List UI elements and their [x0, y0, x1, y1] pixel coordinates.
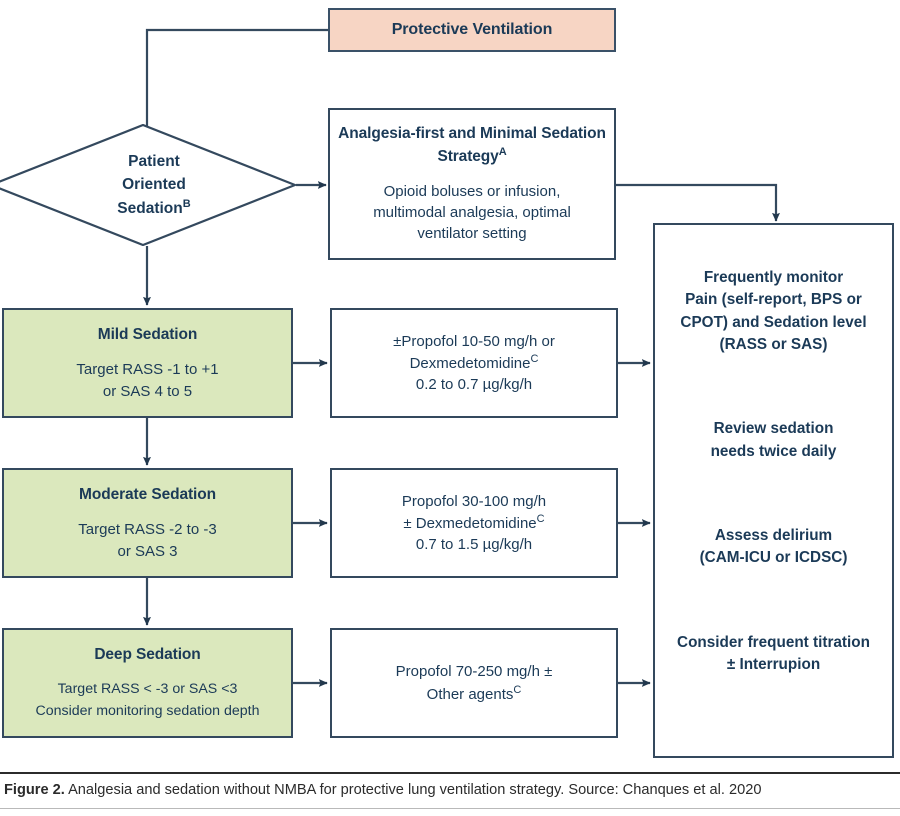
- analgesia-footnote-marker: A: [498, 145, 507, 158]
- drug-deep-line-2: Other agentsC: [396, 683, 553, 705]
- node-monitoring-panel: Frequently monitor Pain (self-report, BP…: [653, 223, 894, 758]
- monitoring-block-assess-delirium: Assess delirium (CAM-ICU or ICDSC): [655, 525, 892, 570]
- monitor-1-line-1: Frequently monitor: [703, 269, 844, 286]
- analgesia-title-line-2-text: Minimal Sedation Strategy: [437, 124, 606, 165]
- analgesia-body-line-2: multimodal analgesia, optimal: [373, 203, 571, 221]
- diamond-footnote-marker: B: [182, 198, 191, 211]
- drug-mild-line-3: 0.2 to 0.7 µg/kg/h: [415, 376, 533, 394]
- node-deep-sedation: Deep Sedation Target RASS < -3 or SAS <3…: [2, 628, 293, 738]
- analgesia-title-line-1: Analgesia-first and: [338, 124, 476, 142]
- deep-sedation-title: Deep Sedation: [94, 646, 201, 664]
- mild-sedation-line-1: Target RASS -1 to +1: [76, 361, 219, 379]
- deep-sedation-body: Target RASS < -3 or SAS <3 Consider moni…: [36, 679, 260, 722]
- monitor-1-line-4: (RASS or SAS): [719, 335, 828, 353]
- drug-mild-line-1: ±Propofol 10-50 mg/h or: [393, 332, 555, 350]
- monitor-3-line-1: Assess delirium: [714, 526, 833, 544]
- node-protective-ventilation: Protective Ventilation: [328, 8, 616, 52]
- analgesia-body-line-3: ventilator setting: [417, 225, 527, 243]
- figure-caption: Figure 2. Analgesia and sedation without…: [4, 782, 898, 798]
- mild-sedation-line-2: or SAS 4 to 5: [102, 382, 193, 400]
- drug-deep-body: Propofol 70-250 mg/h ± Other agentsC: [396, 661, 553, 705]
- drug-mild-line-2: DexmedetomidineC: [393, 352, 555, 374]
- node-mild-sedation: Mild Sedation Target RASS -1 to +1 or SA…: [2, 308, 293, 418]
- drug-moderate-line-3: 0.7 to 1.5 µg/kg/h: [415, 536, 533, 554]
- mild-sedation-title: Mild Sedation: [97, 326, 198, 344]
- drug-mild-footnote-marker: C: [530, 352, 539, 365]
- drug-moderate-footnote-marker: C: [536, 512, 545, 525]
- drug-deep-line-1: Propofol 70-250 mg/h ±: [395, 663, 553, 681]
- monitor-1-line-3: CPOT) and Sedation level: [680, 313, 867, 331]
- caption-figure-label: Figure 2.: [4, 782, 65, 798]
- protective-ventilation-title: Protective Ventilation: [391, 20, 553, 38]
- moderate-sedation-line-1: Target RASS -2 to -3: [78, 521, 217, 539]
- mild-sedation-body: Target RASS -1 to +1 or SAS 4 to 5: [76, 359, 218, 402]
- drug-deep-footnote-marker: C: [513, 683, 522, 696]
- moderate-sedation-body: Target RASS -2 to -3 or SAS 3: [78, 519, 216, 562]
- deep-sedation-line-2: Consider monitoring sedation depth: [35, 702, 260, 719]
- diamond-line-3: SedationB: [117, 196, 190, 220]
- monitor-2-line-1: Review sedation: [713, 420, 834, 438]
- node-drug-regimen-mild: ±Propofol 10-50 mg/h or DexmedetomidineC…: [330, 308, 618, 418]
- node-drug-regimen-deep: Propofol 70-250 mg/h ± Other agentsC: [330, 628, 618, 738]
- monitoring-block-frequent-monitor: Frequently monitor Pain (self-report, BP…: [655, 267, 892, 356]
- monitoring-block-consider-titration: Consider frequent titration ± Interrupio…: [655, 632, 892, 677]
- diamond-shape: [0, 124, 296, 246]
- node-moderate-sedation: Moderate Sedation Target RASS -2 to -3 o…: [2, 468, 293, 578]
- caption-divider-top: [0, 772, 900, 774]
- node-patient-oriented-sedation: Patient Oriented SedationB: [0, 124, 296, 246]
- analgesia-first-title: Analgesia-first and Minimal Sedation Str…: [330, 124, 614, 168]
- monitoring-block-review-sedation: Review sedation needs twice daily: [655, 418, 892, 463]
- drug-moderate-body: Propofol 30-100 mg/h ± DexmedetomidineC …: [402, 491, 546, 556]
- monitor-2-line-2: needs twice daily: [710, 442, 837, 460]
- analgesia-first-body: Opioid boluses or infusion, multimodal a…: [373, 181, 571, 245]
- monitor-3-line-2: (CAM-ICU or ICDSC): [699, 549, 848, 567]
- moderate-sedation-line-2: or SAS 3: [117, 542, 178, 560]
- diamond-line-3-text: Sedation: [117, 200, 183, 218]
- diamond-line-1: Patient: [128, 152, 180, 170]
- monitor-4-line-2: ± Interrupion: [726, 655, 821, 673]
- diamond-line-2: Oriented: [122, 175, 186, 193]
- analgesia-body-line-1: Opioid boluses or infusion,: [383, 182, 561, 200]
- connector-analgesia-to-monitoring: [616, 183, 780, 222]
- monitor-1-line-2: Pain (self-report, BPS or: [685, 291, 862, 309]
- moderate-sedation-title: Moderate Sedation: [79, 486, 216, 504]
- drug-moderate-line-1: Propofol 30-100 mg/h: [401, 492, 547, 510]
- patient-oriented-sedation-label: Patient Oriented SedationB: [0, 124, 296, 246]
- monitor-4-line-1: Consider frequent titration: [677, 633, 870, 651]
- drug-moderate-line-2: ± DexmedetomidineC: [402, 512, 546, 534]
- drug-deep-line-2-text: Other agents: [426, 685, 514, 703]
- caption-figure-text: Analgesia and sedation without NMBA for …: [64, 782, 762, 798]
- node-drug-regimen-moderate: Propofol 30-100 mg/h ± DexmedetomidineC …: [330, 468, 618, 578]
- drug-mild-body: ±Propofol 10-50 mg/h or DexmedetomidineC…: [393, 331, 555, 396]
- drug-moderate-line-2-text: ± Dexmedetomidine: [403, 514, 537, 532]
- node-analgesia-first-strategy: Analgesia-first and Minimal Sedation Str…: [328, 108, 616, 260]
- analgesia-title-line-2: Minimal Sedation StrategyA: [437, 124, 606, 165]
- drug-mild-line-2-text: Dexmedetomidine: [409, 354, 531, 372]
- deep-sedation-line-1: Target RASS < -3 or SAS <3: [57, 681, 238, 698]
- caption-divider-bottom: [0, 808, 900, 809]
